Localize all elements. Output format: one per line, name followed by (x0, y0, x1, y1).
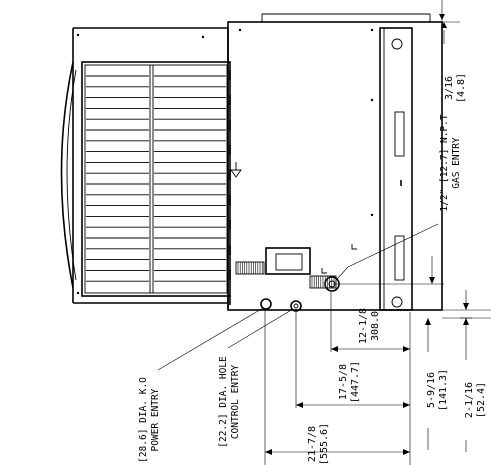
dim-bottom-width-mm: [141.3] (438, 369, 449, 411)
dim-control-height: 17-5/8 (338, 364, 349, 400)
coil-inner-frame (84, 64, 228, 294)
left-casing-curve (60, 61, 74, 289)
panel-fastener-top (391, 38, 403, 50)
gas-entry-fitting-core (328, 280, 336, 288)
label-power-entry-2: POWER ENTRY (150, 388, 161, 451)
fin-lines-left (237, 262, 263, 274)
unit-housing (60, 13, 443, 311)
dimension-lines (264, 0, 491, 465)
dim-bottom-width: 5-9/16 (426, 372, 437, 408)
fastener-dot (76, 33, 80, 37)
drain-symbol (230, 162, 242, 178)
dim-gas-height: 12-1/8 (358, 308, 369, 344)
control-box-outline (227, 21, 443, 311)
dim-power-height: 21-7/8 (307, 426, 318, 462)
control-entry-hole-core (293, 303, 299, 309)
panel-slot-upper (394, 111, 405, 157)
coil-outer-frame (81, 61, 231, 297)
label-control-entry-1: [22.2] DIA. HOLE (218, 356, 229, 448)
panel-fastener-bottom (391, 296, 403, 308)
label-gas-entry-2: GAS ENTRY (451, 137, 462, 189)
power-entry-knockout (260, 298, 272, 310)
condenser-coil-grille (81, 61, 231, 305)
label-control-entry-2: CONTROL ENTRY (230, 365, 241, 440)
control-entry-hole (290, 300, 302, 312)
gas-entry-leader (336, 223, 439, 280)
entry-components (235, 247, 340, 312)
corner-mark (321, 268, 327, 274)
fastener-dot (370, 98, 374, 102)
dim-power-height-mm: [555.6] (319, 423, 330, 465)
dim-side-width-mm: [52.4] (476, 382, 487, 418)
disconnect-box-inner (275, 253, 303, 271)
dim-side-width: 2-1/16 (464, 382, 475, 418)
fastener-dot (238, 28, 242, 32)
right-access-panel (379, 27, 413, 311)
leader-lines (157, 223, 439, 371)
dim-gas-height-mm: 308.0 (370, 311, 381, 341)
fastener-dot (76, 291, 80, 295)
corner-mark (351, 244, 357, 250)
dim-gas-offset: 3/16 (444, 76, 455, 100)
fin-block-left (235, 261, 265, 275)
dim-gas-offset-mm: [4.8] (456, 73, 467, 103)
panel-slot-lower (394, 235, 405, 281)
label-gas-entry-1: 1/2" [12.7] N.P.T (439, 114, 450, 212)
power-entry-leader (157, 307, 264, 371)
label-power-entry-1: [28.6] DIA. K.O (138, 377, 149, 463)
annotations: 3/16 [4.8] 1/2" [12.7] N.P.T GAS ENTRY 1… (138, 73, 487, 465)
left-casing-inner-curve (66, 69, 77, 281)
fastener-dot (370, 213, 374, 217)
fastener-dot (201, 35, 205, 39)
fastener-dot (370, 28, 374, 32)
disconnect-box-outer (265, 247, 311, 275)
control-entry-leader (227, 308, 294, 349)
coil-slats (86, 75, 226, 282)
dim-control-height-mm: [447.7] (350, 361, 361, 403)
